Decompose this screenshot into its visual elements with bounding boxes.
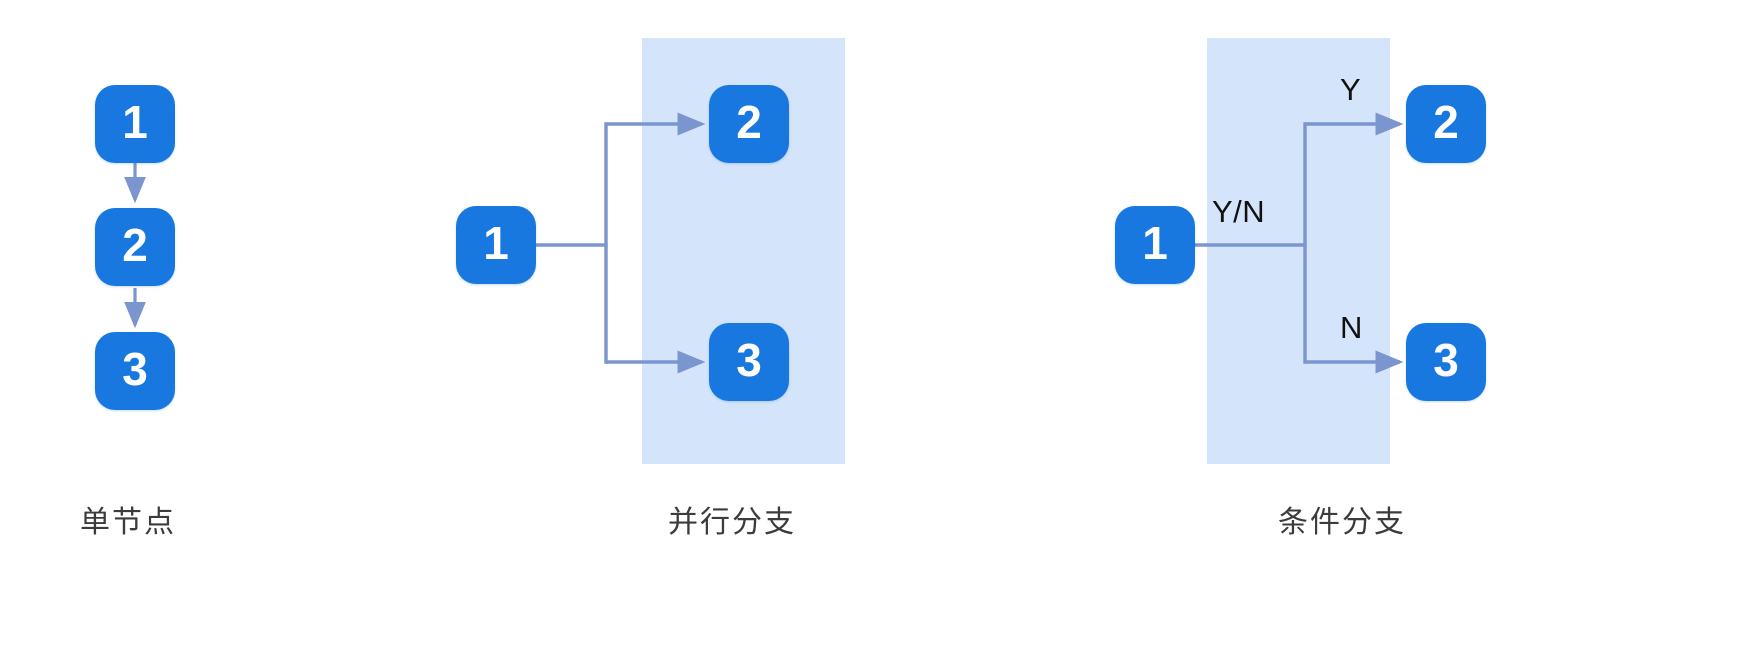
node-3[interactable]: 3	[95, 332, 175, 410]
node-2[interactable]: 2	[1406, 85, 1486, 163]
node-label: 3	[122, 343, 148, 395]
caption-parallel-branch: 并行分支	[668, 506, 796, 539]
node-label: 1	[122, 96, 148, 148]
node-label: 1	[1142, 217, 1168, 269]
node-3[interactable]: 3	[1406, 323, 1486, 401]
caption-conditional-branch: 条件分支	[1278, 506, 1406, 539]
node-3[interactable]: 3	[709, 323, 789, 401]
edge-label-yn: Y/N	[1212, 194, 1266, 229]
node-label: 2	[736, 96, 762, 148]
conditional-band	[1207, 38, 1390, 464]
caption-single-node: 单节点	[80, 506, 176, 539]
diagram-single-node: 1 2 3 单节点	[0, 0, 400, 657]
node-label: 1	[483, 217, 509, 269]
node-2[interactable]: 2	[709, 85, 789, 163]
node-1[interactable]: 1	[1115, 206, 1195, 284]
edge-label-no: N	[1340, 310, 1363, 345]
node-1[interactable]: 1	[456, 206, 536, 284]
node-1[interactable]: 1	[95, 85, 175, 163]
node-label: 3	[1433, 334, 1459, 386]
edge-label-yes: Y	[1340, 72, 1362, 107]
node-2[interactable]: 2	[95, 208, 175, 286]
node-label: 2	[122, 219, 148, 271]
diagram-parallel-branch: 1 2 3 并行分支	[456, 38, 845, 539]
node-label: 2	[1433, 96, 1459, 148]
node-label: 3	[736, 334, 762, 386]
